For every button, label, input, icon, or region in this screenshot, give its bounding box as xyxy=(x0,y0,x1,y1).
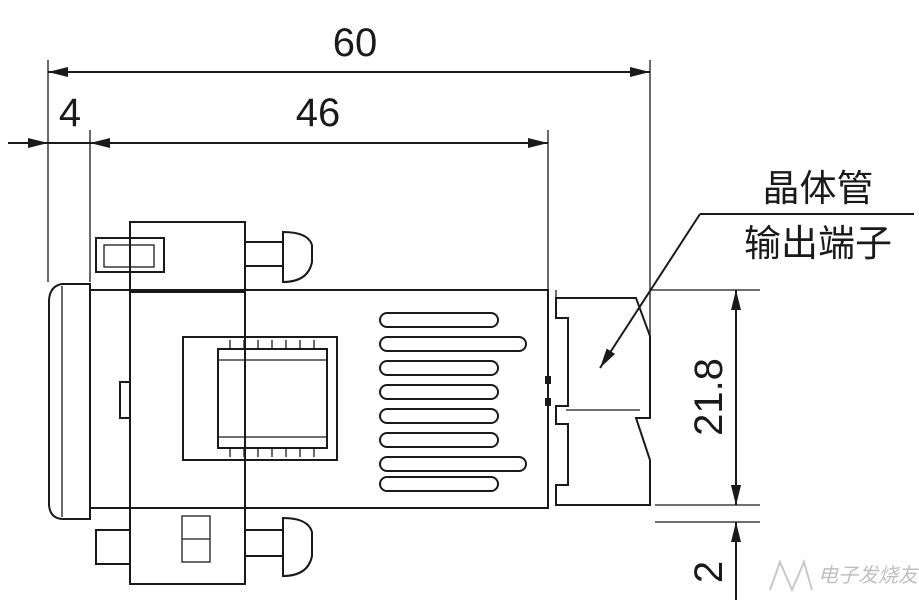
dim-label-46: 46 xyxy=(296,91,341,135)
callout-label-line2: 输出端子 xyxy=(744,222,892,265)
front-bezel xyxy=(48,283,91,520)
dimension-front-bezel: 4 xyxy=(8,91,90,148)
watermark: 电子发烧友 xyxy=(769,559,919,593)
dimension-body-length: 46 xyxy=(90,91,548,148)
screw-bottom xyxy=(244,516,313,578)
dim-label-4: 4 xyxy=(59,91,81,135)
dimension-overall-length: 60 xyxy=(48,21,650,77)
body-end-detail xyxy=(545,376,551,406)
connector-pins-bottom xyxy=(229,448,315,457)
dimension-terminal-height: 21.8 xyxy=(687,290,741,505)
callout-label-line1: 晶体管 xyxy=(763,167,874,210)
dim-label-2: 2 xyxy=(687,561,731,583)
mounting-bracket xyxy=(95,221,246,585)
dim-label-21-8: 21.8 xyxy=(687,358,731,436)
transistor-output-terminal xyxy=(555,290,651,506)
dimension-terminal-offset: 2 xyxy=(687,480,741,600)
screw-top xyxy=(244,230,313,284)
dim-label-60: 60 xyxy=(333,21,378,65)
callout: 晶体管 输出端子 xyxy=(599,167,914,369)
ventilation-slots xyxy=(379,312,527,492)
connector-block xyxy=(182,336,338,461)
watermark-text: 电子发烧友 xyxy=(818,563,919,587)
connector-pins-top xyxy=(229,340,315,349)
